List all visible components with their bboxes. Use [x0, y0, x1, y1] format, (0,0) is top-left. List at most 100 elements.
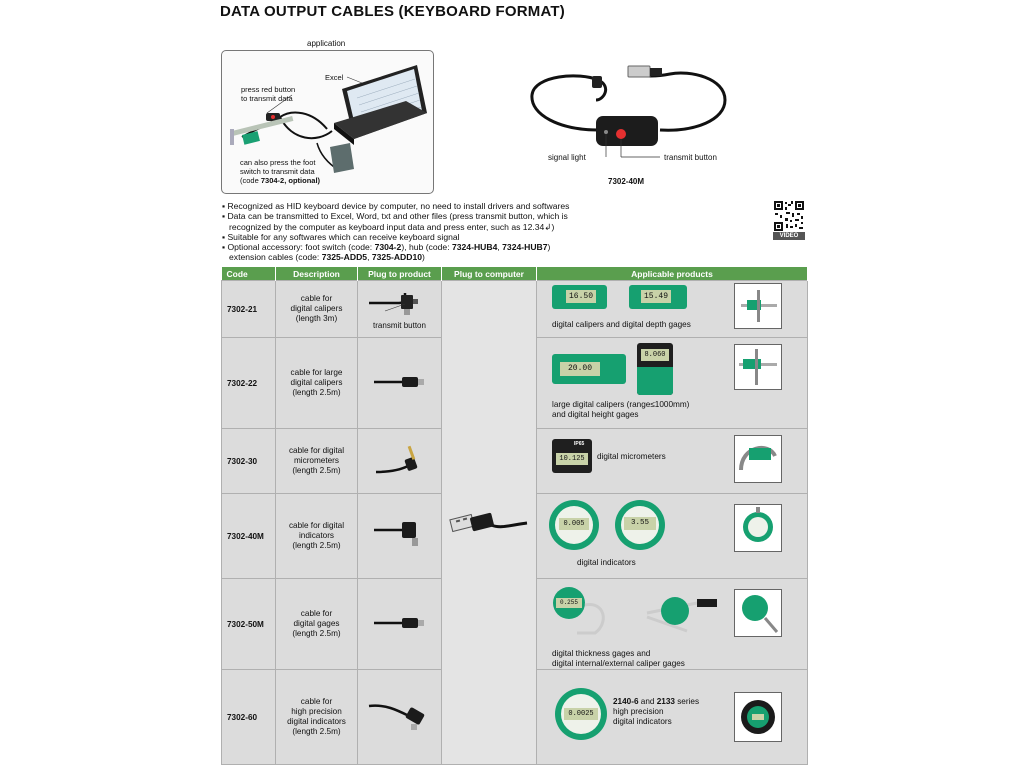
applicable-products-cell: 16.50 15.49 digital calipers and digital…	[536, 280, 808, 338]
transmit-box-icon	[596, 116, 658, 146]
plug-to-product-cell	[357, 578, 442, 670]
applicable-text: large digital calipers (range≤1000mm)	[552, 400, 690, 409]
video-label: VIDEO	[779, 233, 799, 239]
applicable-text: 2140-6 and 2133 series	[613, 697, 700, 706]
angled-connector-icon	[368, 704, 424, 730]
feature-list: ▪ Recognized as HID keyboard device by c…	[222, 201, 569, 263]
table-header-row: Code Description Plug to product Plug to…	[221, 267, 808, 281]
laptop-setup-image	[230, 65, 427, 173]
applicable-products-cell: IP65 10.125 digital micrometers	[536, 428, 808, 494]
header-applicable-products: Applicable products	[536, 267, 808, 281]
applicable-products-cell: 0.255 digital thickness gages and digita…	[536, 578, 808, 670]
ip65-badge: IP65	[574, 441, 585, 447]
plug-to-product-cell	[357, 493, 442, 579]
plug-to-product-cell	[357, 337, 442, 429]
header-plug-to-product: Plug to product	[357, 267, 442, 281]
depth-gage-display-icon: 15.49	[629, 285, 687, 309]
header-plug-to-computer: Plug to computer	[441, 267, 537, 281]
header-code: Code	[221, 267, 276, 281]
signal-light-label: signal light	[548, 153, 586, 162]
feature-item: ▪ Data can be transmitted to Excel, Word…	[222, 211, 568, 222]
micro-plug-with-button-icon	[368, 292, 418, 315]
plug-to-computer-cell	[441, 280, 537, 765]
applicable-text: high precision	[613, 707, 664, 716]
usb-plug-icon	[627, 65, 651, 78]
feature-item: ▪ Suitable for any softwares which can r…	[222, 231, 460, 242]
lcd-readout: 16.50	[566, 290, 596, 303]
plug-to-product-cell	[357, 428, 442, 494]
plug-to-product-cell	[357, 669, 442, 765]
applicable-products-cell: 0.005 3.55 digital indicators	[536, 493, 808, 579]
row-code: 7302-40M	[221, 493, 276, 579]
applicable-products-cell: 0.0025 2140-6 and 2133 series high preci…	[536, 669, 808, 765]
application-illustration: Excel press red button to transmit data …	[221, 50, 434, 194]
foot-switch-label-3: (code 7304-2, optional)	[240, 176, 321, 185]
micro-plug-icon	[592, 76, 602, 88]
row-code: 7302-50M	[221, 578, 276, 670]
applicable-text: digital internal/external caliper gages	[552, 659, 685, 668]
large-caliper-display-icon: 20.00	[552, 354, 626, 384]
caliper-photo-icon	[734, 283, 782, 329]
caliper-display-icon: 16.50	[552, 285, 607, 309]
height-gage-display-icon: 8.060	[637, 343, 673, 395]
press-red-label-2: to transmit data	[241, 94, 293, 103]
page-title: DATA OUTPUT CABLES (KEYBOARD FORMAT)	[220, 3, 565, 20]
plug-to-product-cell: transmit button	[357, 280, 442, 338]
lcd-readout: 0.0025	[564, 708, 598, 720]
foot-switch-label-1: can also press the foot	[240, 158, 316, 167]
audio-jack-plug-icon	[375, 445, 417, 474]
applicable-text: digital indicators	[613, 717, 672, 726]
feature-item-cont: recognized by the computer as keyboard i…	[229, 221, 555, 232]
row-code: 7302-30	[221, 428, 276, 494]
applicable-text: and digital height gages	[552, 410, 639, 419]
foot-switch-label-2: switch to transmit data	[240, 167, 315, 176]
indicator-photo-icon	[734, 504, 782, 552]
lcd-readout: 8.060	[641, 349, 669, 361]
row-code: 7302-22	[221, 337, 276, 429]
lcd-readout: 3.55	[624, 517, 656, 530]
lcd-readout: 15.49	[641, 290, 671, 303]
large-caliper-photo-icon	[734, 344, 782, 390]
lcd-readout: 10.125	[556, 453, 588, 465]
header-description: Description	[275, 267, 358, 281]
gage-photo-icon	[734, 589, 782, 637]
usb-cable-product-image	[530, 65, 727, 158]
caliper-bar	[232, 116, 294, 136]
micrometer-photo-icon	[734, 435, 782, 483]
usb-a-plug-icon	[449, 512, 528, 532]
applicable-products-cell: 20.00 8.060 large digital calipers (rang…	[536, 337, 808, 429]
feature-item-cont: extension cables (code: 7325-ADD5, 7325-…	[229, 252, 425, 263]
lcd-readout: 0.005	[559, 518, 589, 530]
qr-code-icon	[773, 200, 805, 240]
cable-table: Code Description Plug to product Plug to…	[221, 267, 808, 765]
product-code-label: 7302-40M	[608, 177, 645, 186]
micro-usb-plug-icon	[373, 377, 424, 387]
application-label: application	[307, 39, 346, 48]
applicable-text: digital thickness gages and	[552, 649, 651, 658]
transmit-button-note: transmit button	[373, 320, 426, 330]
foot-switch-icon	[330, 143, 354, 173]
row-code: 7302-60	[221, 669, 276, 765]
micrometer-display-icon: IP65 10.125	[552, 439, 592, 473]
red-button-icon	[271, 115, 275, 119]
qr-code[interactable]: VIDEO	[773, 200, 805, 240]
feature-item: ▪ Recognized as HID keyboard device by c…	[222, 201, 570, 211]
thickness-gage-icon	[553, 587, 717, 635]
lcd-readout: 0.255	[556, 598, 582, 608]
applicable-text: digital micrometers	[597, 452, 666, 461]
lcd-readout: 20.00	[560, 362, 600, 376]
laptop-keyboard	[334, 101, 427, 139]
excel-label: Excel	[325, 73, 344, 82]
signal-light-icon	[604, 130, 608, 134]
row-code: 7302-21	[221, 280, 276, 338]
micro-usb-plug-icon	[373, 618, 424, 628]
